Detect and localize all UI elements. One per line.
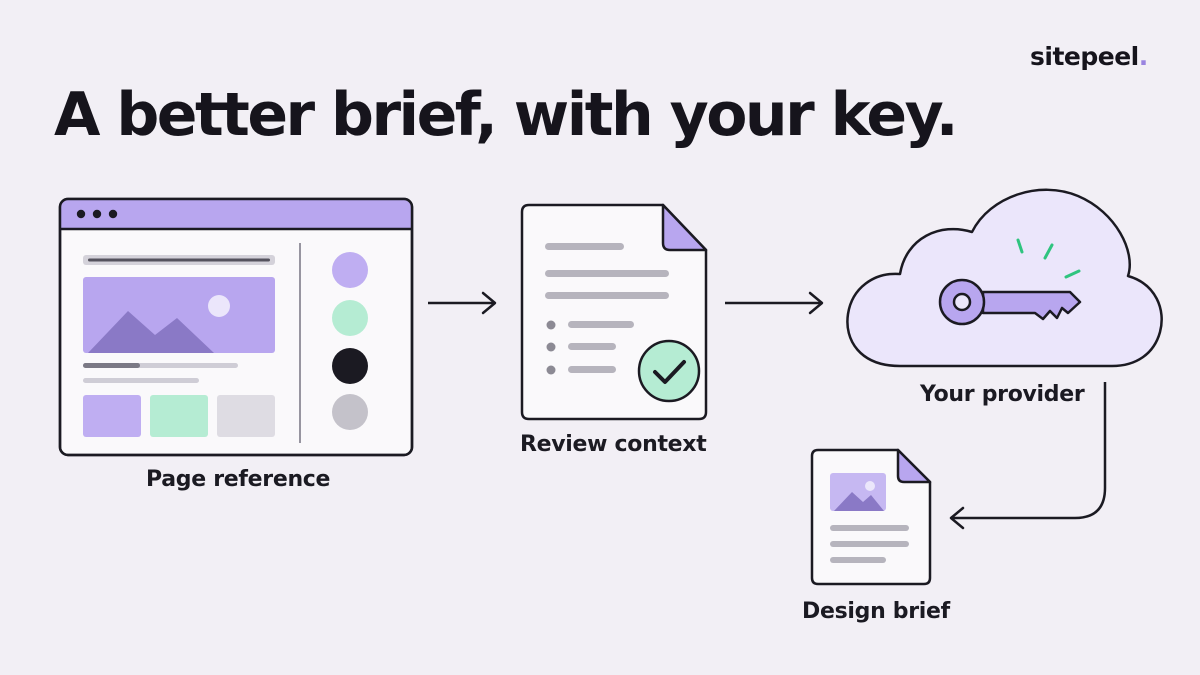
browser-window-icon — [58, 197, 414, 457]
brand-name: sitepeel — [1030, 42, 1139, 71]
page-title: A better brief, with your key. — [54, 80, 959, 150]
brand-logo: sitepeel. — [1030, 42, 1148, 71]
arrow-right-icon — [428, 291, 497, 315]
cloud-key-icon — [846, 188, 1163, 368]
design-brief-label: Design brief — [802, 599, 950, 624]
review-context-label: Review context — [520, 432, 707, 457]
your-provider-label: Your provider — [920, 382, 1085, 407]
document-check-icon — [520, 203, 708, 421]
page-reference-label: Page reference — [146, 467, 331, 492]
document-image-icon — [810, 448, 932, 586]
arrow-left-icon — [949, 382, 1107, 530]
brand-dot: . — [1138, 42, 1149, 71]
arrow-right-icon — [725, 291, 824, 315]
